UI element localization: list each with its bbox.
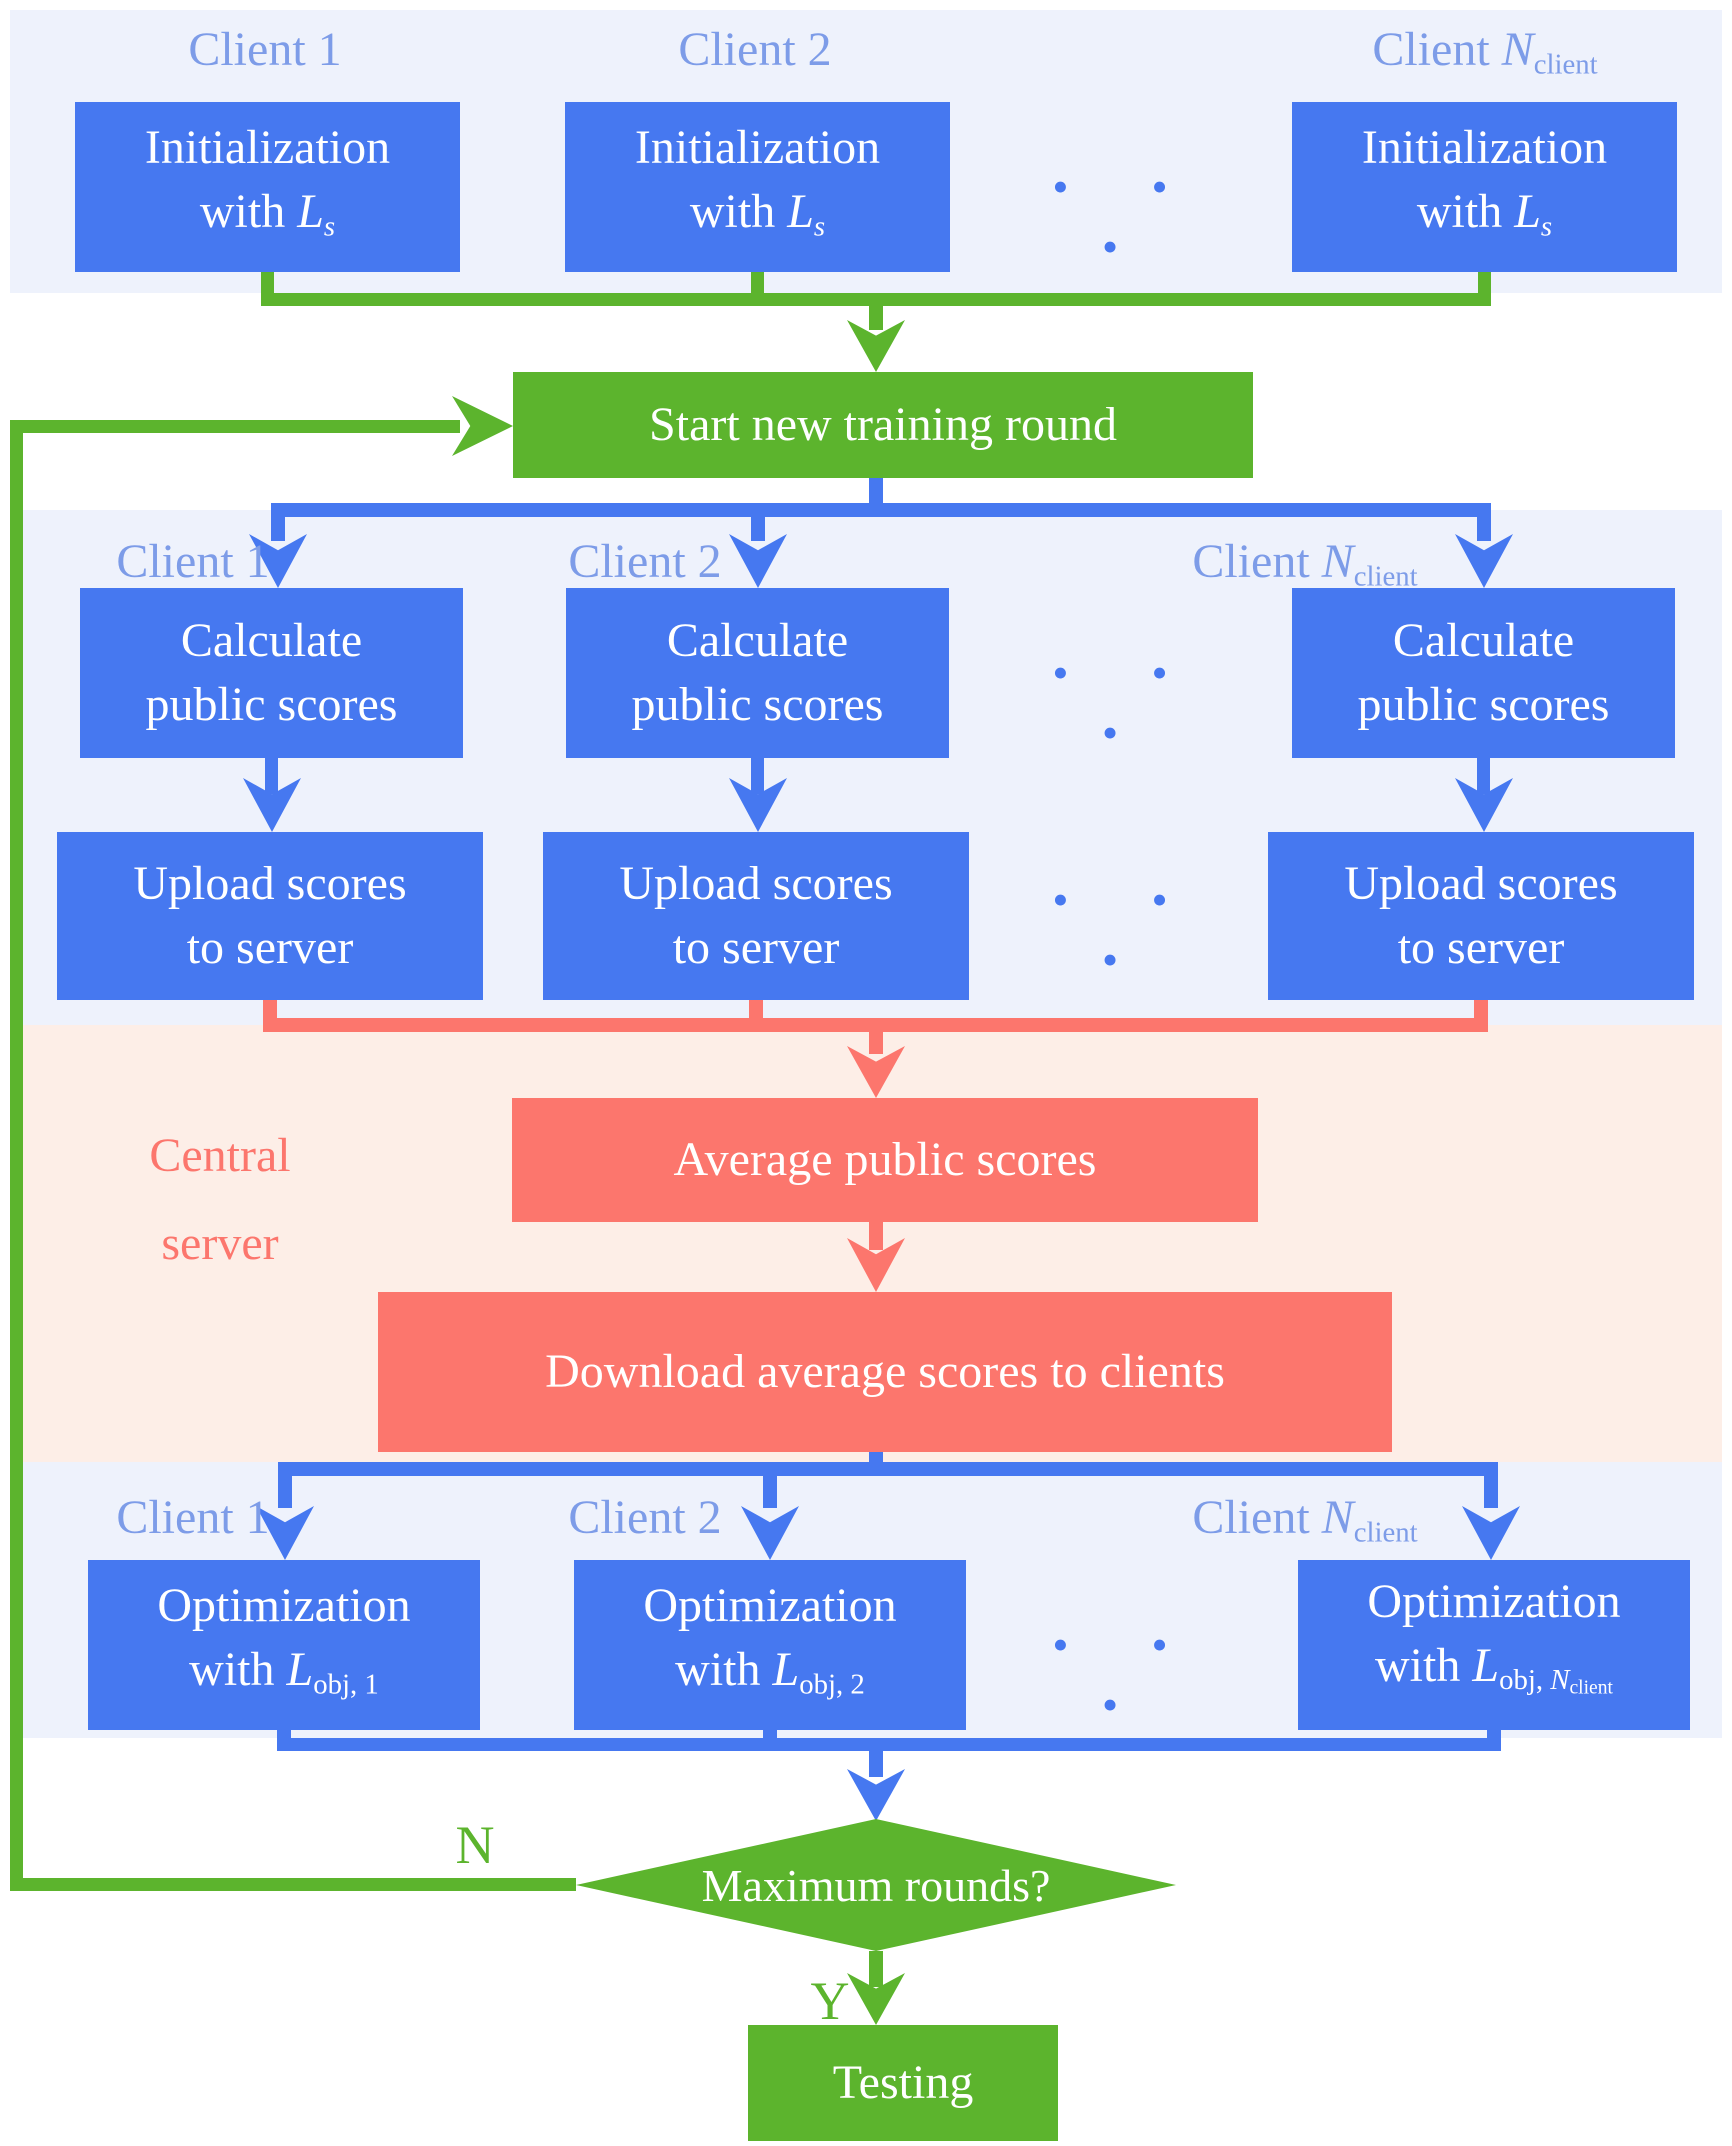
client2-label-opt: Client 2 xyxy=(568,1491,722,1544)
init-box-client2: Initialization with Ls xyxy=(565,102,950,272)
opt-box-clientn: Optimization with Lobj, Nclient xyxy=(1298,1560,1690,1730)
dist-stub-clientn xyxy=(1477,517,1491,541)
opt-box-client2: Optimization with Lobj, 2 xyxy=(574,1560,966,1730)
ellipsis-upload-row: • • • xyxy=(1052,874,1251,985)
yes-branch-stem xyxy=(869,1951,883,1987)
stem-to-download xyxy=(869,1222,883,1250)
client1-label-scores: Client 1 xyxy=(116,535,270,588)
stem-upload-client1 xyxy=(265,758,278,794)
opt-stub-clientn xyxy=(1484,1476,1498,1508)
stem-start-to-distributor xyxy=(869,478,883,510)
stem-to-decision xyxy=(869,1751,883,1777)
clientn-label-init: Client Nclient xyxy=(1372,23,1598,81)
central-server-label: Central server xyxy=(149,1129,291,1270)
start-round-box: Start new training round xyxy=(513,372,1253,478)
opt-distributor-bar xyxy=(278,1462,1498,1476)
yes-branch-label: Y xyxy=(810,1971,850,2031)
ellipsis-init-row: • • • xyxy=(1052,161,1251,272)
max-rounds-decision: Maximum rounds? xyxy=(576,1819,1176,1951)
clientn-label-scores: Client Nclient xyxy=(1192,535,1418,593)
init-stub-clientn xyxy=(1478,272,1491,296)
init-box-clientn: Initialization with Ls xyxy=(1292,102,1677,272)
stem-upload-client2 xyxy=(751,758,764,794)
dist-stub-client1 xyxy=(271,517,285,541)
stem-upload-clientn xyxy=(1477,758,1490,794)
init-collector-bar xyxy=(261,293,1491,306)
no-branch-label: N xyxy=(455,1815,495,1875)
client2-label-init: Client 2 xyxy=(678,23,832,76)
arrowhead-into-start-round-icon xyxy=(452,396,513,456)
opt-stub-client2 xyxy=(763,1476,777,1508)
init-stub-client2 xyxy=(751,272,764,296)
opt-stub-client1 xyxy=(278,1476,292,1508)
no-branch-line xyxy=(16,1878,576,1891)
stem-to-start-round xyxy=(869,306,883,330)
clientn-label-opt: Client Nclient xyxy=(1192,1491,1418,1549)
client1-label-init: Client 1 xyxy=(188,23,342,76)
scores-distributor-bar xyxy=(271,503,1491,517)
loop-line-vertical xyxy=(10,420,23,1891)
init-box-client1: Initialization with Ls xyxy=(75,102,460,272)
download-scores-box: Download average scores to clients xyxy=(378,1292,1392,1452)
client1-label-opt: Client 1 xyxy=(116,1491,270,1544)
average-scores-box: Average public scores xyxy=(512,1098,1258,1222)
dist-stub-client2 xyxy=(751,517,765,541)
opt-collector-bar xyxy=(277,1738,1501,1751)
server-collector-bar xyxy=(263,1018,1488,1032)
init-stub-client1 xyxy=(261,272,274,296)
opt-box-client1: Optimization with Lobj, 1 xyxy=(88,1560,480,1730)
stem-to-average xyxy=(869,1032,883,1054)
client2-label-scores: Client 2 xyxy=(568,535,722,588)
loop-line-horizontal xyxy=(10,420,460,433)
ellipsis-calc-row: • • • xyxy=(1052,647,1251,758)
ellipsis-opt-row: • • • xyxy=(1052,1619,1251,1730)
testing-box: Testing xyxy=(748,2025,1058,2141)
